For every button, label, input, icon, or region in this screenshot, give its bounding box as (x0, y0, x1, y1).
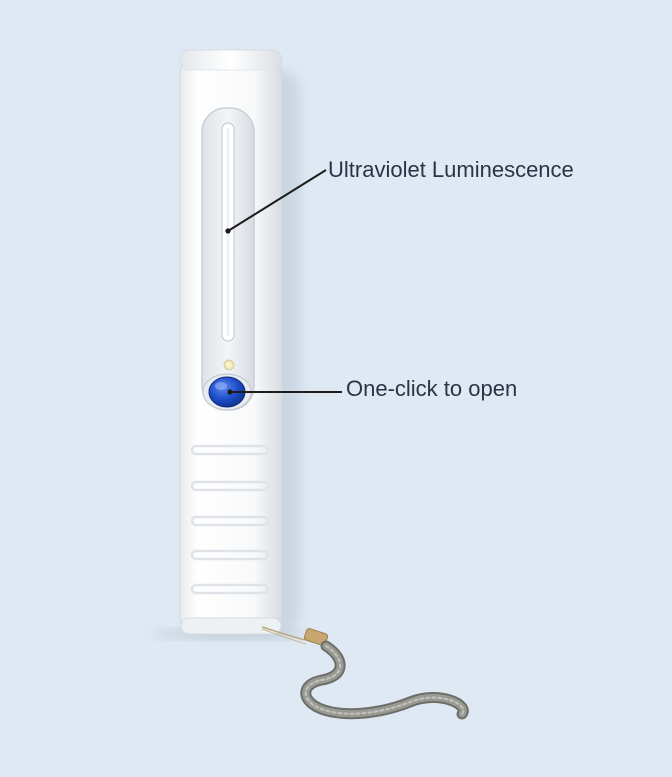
one-click-to-open-label: One-click to open (346, 376, 518, 401)
button-leader-dot (227, 389, 233, 395)
uv-sterilizer-wand-icon (179, 49, 283, 635)
indicator-light-icon (223, 359, 235, 371)
leader-lines (225, 169, 342, 395)
lanyard-connector (261, 626, 329, 646)
uv-leader-line (227, 169, 327, 232)
power-button-icon[interactable] (202, 373, 252, 411)
ultraviolet-luminescence-label: Ultraviolet Luminescence (328, 157, 574, 182)
grip-ridges (190, 444, 270, 595)
uv-leader-dot (225, 228, 231, 234)
wrist-strap-icon (300, 640, 469, 720)
